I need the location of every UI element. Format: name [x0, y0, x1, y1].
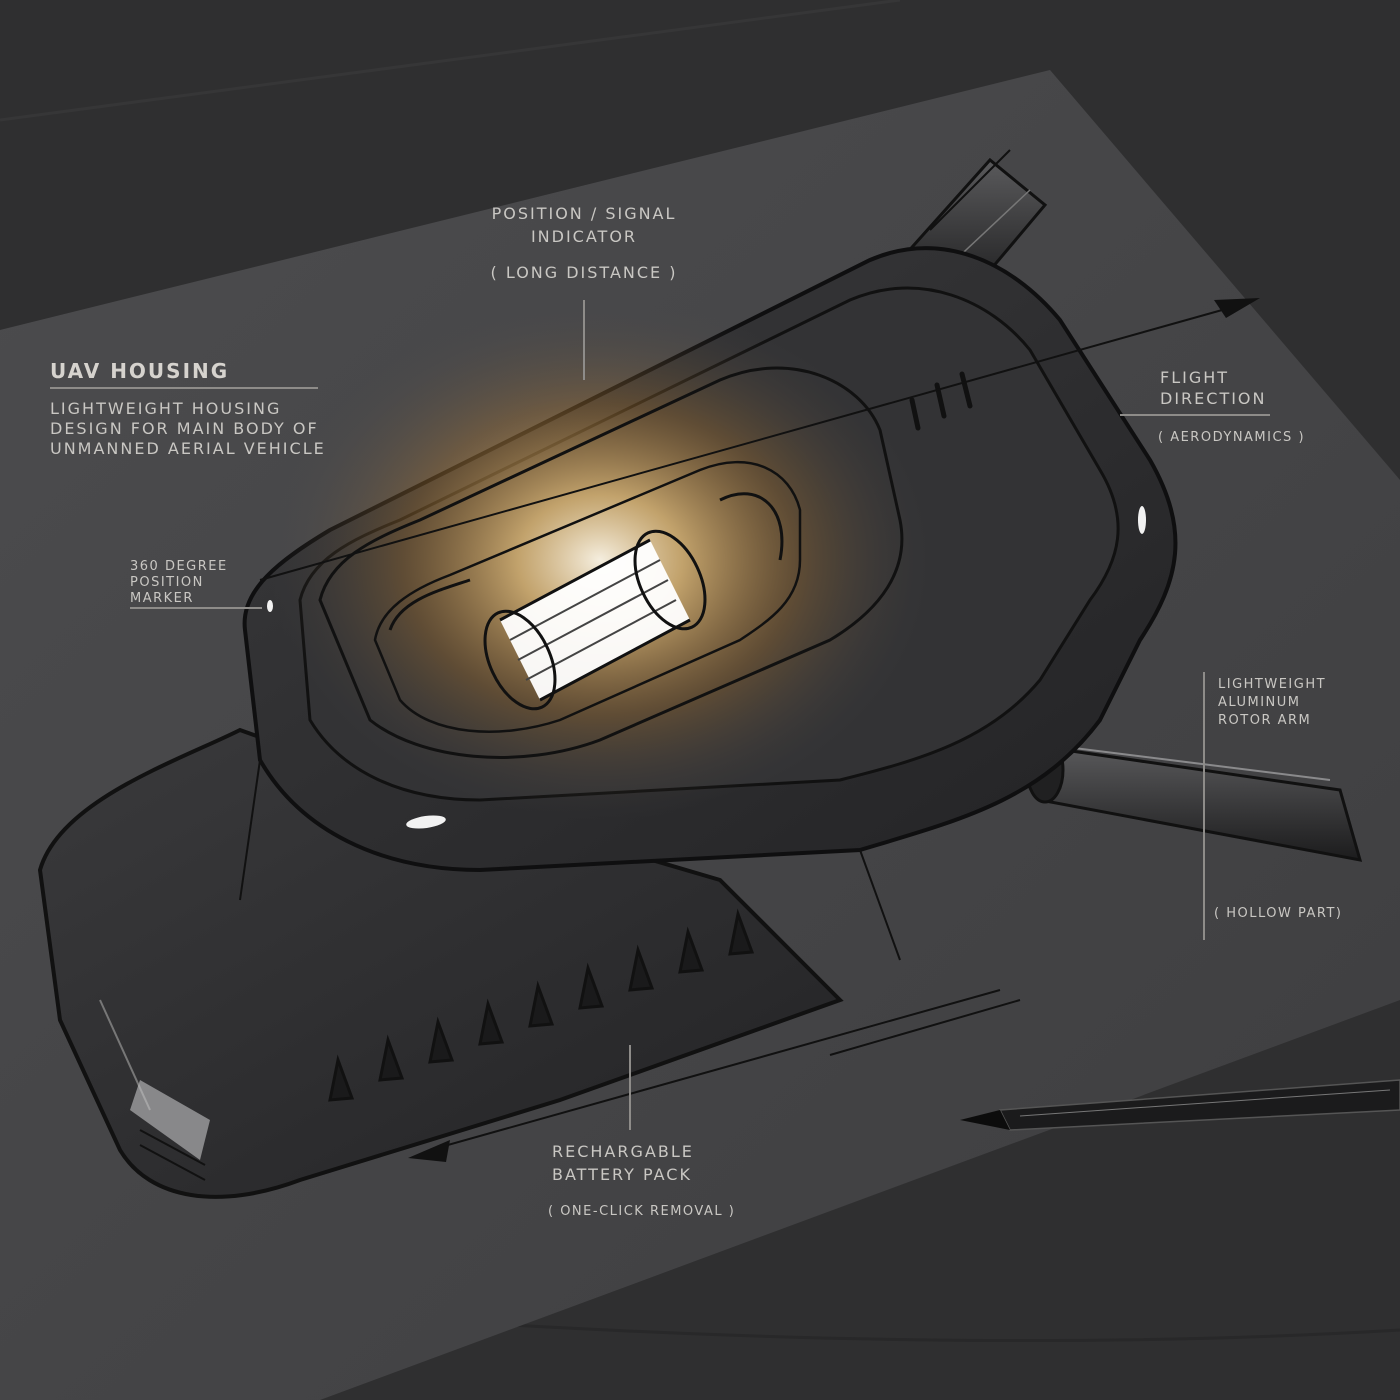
rotor-arm-note: ( HOLLOW PART)	[1214, 906, 1342, 921]
label-battery: RECHARGABLE BATTERY PACK ( ONE-CLICK REM…	[548, 1142, 735, 1219]
label-rotor-arm: LIGHTWEIGHT ALUMINUM ROTOR ARM ( HOLLOW …	[1214, 677, 1342, 921]
arrow-icon	[1214, 298, 1260, 318]
battery-removal-arrow	[408, 989, 1021, 1162]
battery-line-1: RECHARGABLE	[552, 1142, 694, 1161]
annotation-leaders	[50, 300, 1270, 1130]
rotor-arm-line-3: ROTOR ARM	[1218, 713, 1311, 728]
label-uav-housing: UAV HOUSING LIGHTWEIGHT HOUSING DESIGN F…	[50, 359, 326, 458]
flight-direction-line-2: DIRECTION	[1160, 389, 1267, 408]
label-flight-direction: FLIGHT DIRECTION ( AERODYNAMICS )	[1158, 368, 1305, 445]
position-marker-line-3: MARKER	[130, 591, 194, 606]
battery-line-2: BATTERY PACK	[552, 1165, 692, 1184]
signal-indicator-recess	[270, 300, 930, 820]
flight-direction-arrow	[259, 298, 1260, 581]
rotor-arm-line-2: ALUMINUM	[1218, 695, 1301, 710]
led-cylinder	[388, 492, 784, 711]
position-signal-line-1: POSITION / SIGNAL	[492, 204, 677, 223]
flight-direction-note: ( AERODYNAMICS )	[1158, 430, 1305, 445]
position-signal-line-2: INDICATOR	[531, 227, 637, 246]
battery-vents	[328, 908, 755, 1102]
flight-direction-line-1: FLIGHT	[1160, 368, 1229, 387]
label-position-signal: POSITION / SIGNAL INDICATOR ( LONG DISTA…	[491, 204, 678, 282]
position-marker-line-2: POSITION	[130, 575, 204, 590]
uav-housing-title: UAV HOUSING	[50, 359, 229, 383]
battery-chassis	[37, 727, 844, 1199]
position-signal-note: ( LONG DISTANCE )	[491, 263, 678, 282]
position-marker-line-1: 360 DEGREE	[130, 559, 228, 574]
pen-icon	[960, 1079, 1400, 1131]
uav-housing-desc-1: LIGHTWEIGHT HOUSING	[50, 399, 281, 418]
label-position-marker: 360 DEGREE POSITION MARKER	[130, 559, 228, 606]
uav-housing-desc-3: UNMANNED AERIAL VEHICLE	[50, 439, 326, 458]
uav-housing-desc-2: DESIGN FOR MAIN BODY OF	[50, 419, 319, 438]
position-markers	[267, 506, 1146, 829]
battery-note: ( ONE-CLICK REMOVAL )	[548, 1204, 735, 1219]
rotor-arm-line-1: LIGHTWEIGHT	[1218, 677, 1326, 692]
